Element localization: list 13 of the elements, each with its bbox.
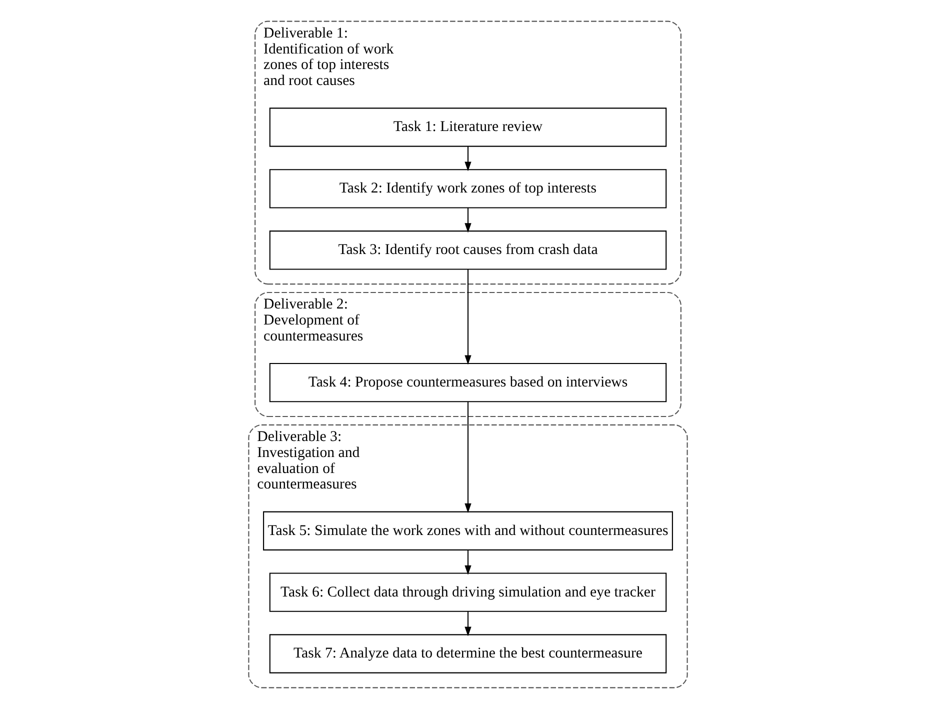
- arrow: [464, 146, 471, 172]
- node-box: Task 5: Simulate the work zones with and without countermeasures: [262, 511, 672, 550]
- arrow: [464, 208, 471, 233]
- node-box: Task 4: Propose countermeasures based on interviews: [268, 362, 666, 402]
- arrow: [464, 402, 471, 513]
- node-box: Task 7: Analyze data to determine the best countermeasure: [268, 634, 666, 674]
- arrow: [464, 269, 471, 365]
- node-box: Task 2: Identify work zones of top interests: [268, 169, 666, 208]
- arrow: [464, 612, 471, 636]
- arrow: [464, 550, 471, 575]
- node-box: Task 1: Literature review: [268, 108, 666, 147]
- node-box: Task 3: Identify root causes from crash data: [268, 230, 666, 270]
- node-box: Task 6: Collect data through driving simulation and eye tracker: [268, 572, 666, 612]
